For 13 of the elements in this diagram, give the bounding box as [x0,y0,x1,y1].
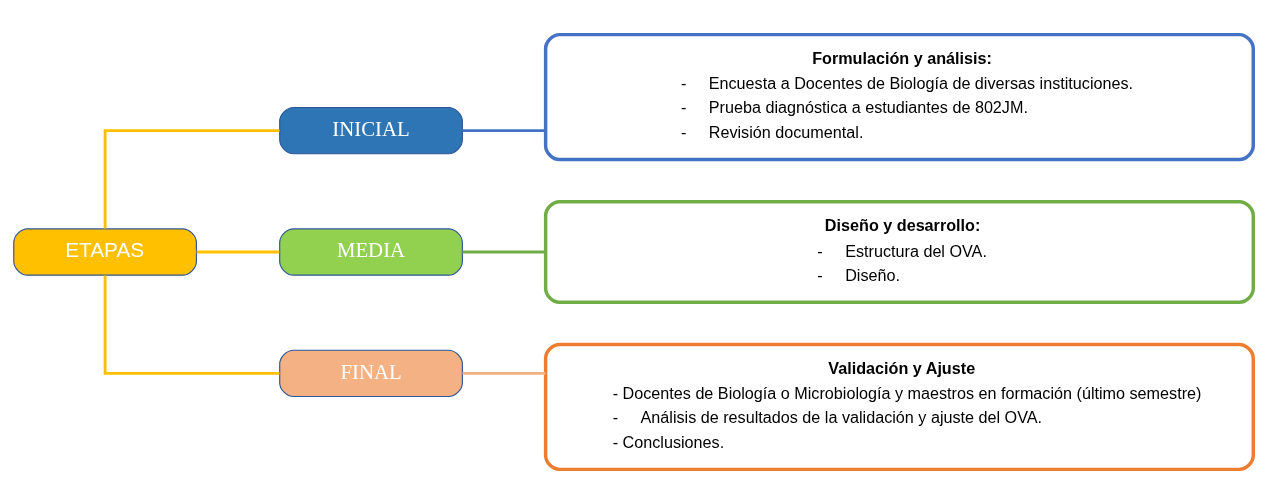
node-box: ETAPAS [13,228,197,276]
node-box: Formulación y análisis: - Encuesta a Docentes de Biología de diversas instituciones. - Prueba diagnóstica a estudiantes de 802JM. - Revisión documental. [543,32,1255,162]
node-box: Validación y Ajuste - Docentes de Biología o Microbiología y maestros en formación (último semestre) - Análisis de resultados de la validación y ajuste del OVA. - Conclusiones. [543,342,1255,472]
connector [462,129,546,133]
connector [462,250,546,254]
node-box: Diseño y desarrollo: - Estructura del OVA. - Diseño. [543,199,1255,305]
node-box: MEDIA [279,228,463,276]
node-box: FINAL [279,349,463,398]
connector [462,371,546,375]
connector [103,129,280,229]
connector [103,275,280,375]
connector [196,250,280,254]
node-box: INICIAL [279,106,463,155]
